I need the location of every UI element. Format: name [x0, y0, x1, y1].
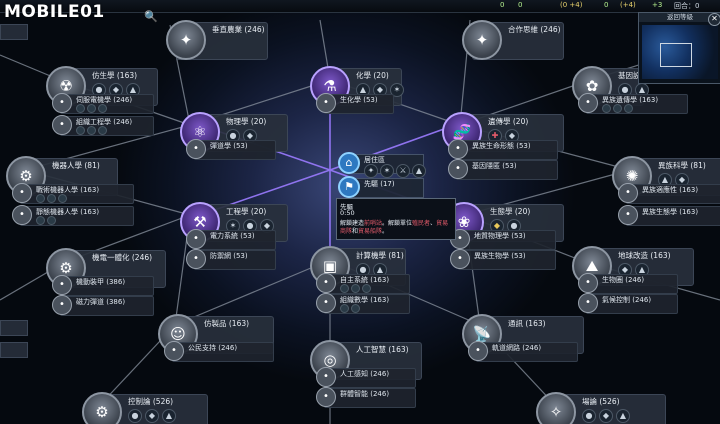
tissue-icon: • [52, 115, 72, 135]
unlock-icon: ▲ [412, 164, 426, 178]
tech-minimap[interactable]: 返回等級 [638, 12, 720, 84]
armor-icon: • [52, 275, 72, 295]
biosphere-icon: • [578, 273, 598, 293]
climate-icon: • [578, 293, 598, 313]
power-icon: • [186, 229, 206, 249]
tech-pioneering[interactable]: ⚑先驅 (17) [338, 176, 424, 198]
unlock-icon: ▲ [162, 409, 176, 423]
left-edge-node[interactable] [0, 320, 28, 336]
tactical-robot-icon: • [12, 183, 32, 203]
energy-yield: (0 +4) [560, 1, 583, 9]
alien-life-icon: • [448, 139, 468, 159]
tech-tooltip: 先驅 0:50 解鎖建造前哨站。解鎖單位殖民者、貿易商隊和貿易船隊。 [336, 198, 456, 240]
biochemistry-icon: • [316, 93, 336, 113]
unlock-icon: ● [507, 219, 521, 233]
static-robot-icon: • [12, 205, 32, 225]
habitation-icon: ⌂ [338, 152, 360, 174]
autonomous-icon: • [316, 273, 336, 293]
unlock-icon: ● [582, 409, 596, 423]
diplomacy-yield: +3 [652, 1, 663, 9]
alien-adapt-icon: • [618, 183, 638, 203]
math-icon: • [316, 293, 336, 313]
defense-icon: • [186, 249, 206, 269]
culture-yield: 0 [518, 1, 523, 9]
swarm-icon: • [316, 387, 336, 407]
unlock-icon: ◆ [145, 409, 159, 423]
root-tech-cluster: ⌂居住區 ⚑先驅 (17) ⚑ ✦✶⚔▲ [338, 152, 458, 244]
left-edge-node[interactable] [0, 342, 28, 358]
servo-icon: • [52, 93, 72, 113]
tooltip-body: 解鎖建造前哨站。解鎖單位殖民者、貿易商隊和貿易船隊。 [340, 220, 449, 235]
health-yield: 0 [604, 1, 609, 9]
minimap-body [642, 25, 718, 79]
unlock-icon: ▲ [658, 173, 672, 187]
unlock-icon: ⚔ [396, 164, 410, 178]
perception-icon: • [316, 367, 336, 387]
affinity-yield: (+4) [620, 1, 636, 9]
tech-vertical-farming-icon: ✦ [166, 20, 206, 60]
unlock-icon: ● [356, 263, 370, 277]
left-edge-node[interactable] [0, 24, 28, 40]
close-icon[interactable]: ✕ [708, 13, 720, 26]
minimap-viewport[interactable] [660, 43, 692, 67]
tech-field-theory-icon: ✧ [536, 392, 576, 424]
tech-cooperative-thought-icon: ✦ [462, 20, 502, 60]
civic-icon: • [164, 341, 184, 361]
unlock-icon: ✶ [390, 83, 404, 97]
unlock-icon: ● [128, 409, 142, 423]
search-icon[interactable]: 🔍 [144, 10, 158, 23]
alien-ecology-icon: • [618, 205, 638, 225]
minimap-title: 返回等級 [639, 13, 720, 22]
magnet-icon: • [52, 295, 72, 315]
unlock-icon: ◆ [260, 219, 274, 233]
orbital-icon: • [468, 341, 488, 361]
turn-counter: 回合：0 [674, 2, 700, 10]
unlock-icon: ✦ [364, 164, 378, 178]
alien-biology-icon: • [450, 249, 470, 269]
unlock-icon: ▲ [616, 409, 630, 423]
ballistics-icon: • [186, 139, 206, 159]
pioneering-icon: ⚑ [338, 176, 360, 198]
gene-hide-icon: • [448, 159, 468, 179]
site-watermark-logo: MOBILE01 [4, 2, 105, 22]
science-yield: 0 [500, 1, 505, 9]
top-resource-bar: 0 0 (0 +4) 0 (+4) +3 回合：0 [0, 0, 720, 13]
tech-cybernetics-icon: ⚙ [82, 392, 122, 424]
unlock-icon: ◆ [599, 409, 613, 423]
unlock-icon: ● [243, 219, 257, 233]
unlock-icon: ✶ [380, 164, 394, 178]
alien-genetics-icon: • [578, 93, 598, 113]
habitation-unlocks: ✦✶⚔▲ [364, 164, 426, 178]
